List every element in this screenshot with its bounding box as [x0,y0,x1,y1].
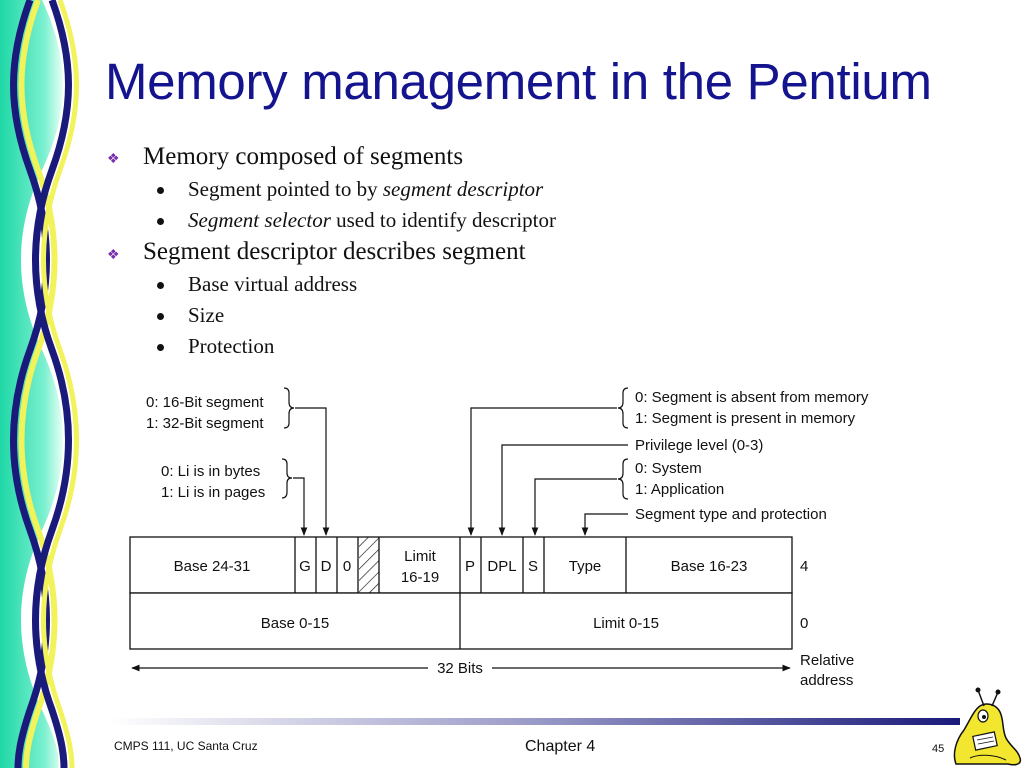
arrow-g [295,407,330,536]
brace-g [283,387,295,429]
p-label-1: 1: Segment is present in memory [635,410,856,427]
footer-gradient-bar [110,718,960,725]
field-base-24-31: Base 24-31 [174,558,251,575]
field-d: D [321,558,332,575]
arrow-type [581,513,628,536]
field-dpl: DPL [487,558,516,575]
brace-p [617,387,629,429]
field-g: G [299,558,311,575]
field-p: P [465,558,475,575]
g-bit-label-1: 1: 32-Bit segment [146,415,264,432]
diamond-bullet-icon: ❖ [107,246,120,262]
g-bit-label-0: 0: 16-Bit segment [146,394,264,411]
bullet-level1: Segment descriptor describes segment [143,238,526,265]
row1-dividers [294,537,627,593]
bullet-level2: Size [188,303,225,327]
diamond-bullet-icon: ❖ [107,150,120,166]
s-label-0: 0: System [635,460,702,477]
privilege-label: Privilege level (0-3) [635,437,763,454]
li-label-0: 0: Li is in bytes [161,463,260,480]
bullet-level1: Memory composed of segments [143,143,464,170]
field-limit-line1: Limit [404,548,437,565]
left-wave-decoration [0,0,80,768]
footer-course: CMPS 111, UC Santa Cruz [114,739,258,753]
dot-bullet-icon [157,187,164,194]
li-label-1: 1: Li is in pages [161,484,265,501]
brace-li [281,458,293,499]
field-zero: 0 [343,558,351,575]
descriptor-row-high [129,536,793,594]
dot-bullet-icon [157,218,164,225]
arrow-s [531,478,617,536]
dot-bullet-icon [157,313,164,320]
bullet-level2: Segment pointed to by segment descriptor [188,177,544,201]
field-type: Type [569,558,602,575]
field-limit-0-15: Limit 0-15 [593,615,659,632]
field-base-16-23: Base 16-23 [671,558,748,575]
bits-label: 32 Bits [437,660,483,677]
field-limit-line2: 16-19 [401,569,439,586]
brace-s [617,458,629,500]
field-base-0-15: Base 0-15 [261,615,329,632]
p-label-0: 0: Segment is absent from memory [635,389,869,406]
dot-bullet-icon [157,282,164,289]
descriptor-row-low [129,592,793,650]
s-label-1: 1: Application [635,481,724,498]
arrow-p [467,407,617,536]
bullet-level2: Segment selector used to identify descri… [188,208,556,232]
slide-title: Memory management in the Pentium [105,53,932,110]
slug-mascot-logo [953,687,1022,766]
relative-address-line1: Relative [800,652,854,669]
arrow-li [293,477,308,536]
bullet-level2: Protection [188,334,275,358]
arrow-dpl [498,444,628,536]
field-s: S [528,558,538,575]
offset-4: 4 [800,558,808,575]
relative-address-line2: address [800,672,853,689]
reserved-bit-hatch [359,537,379,593]
type-desc-label: Segment type and protection [635,506,827,523]
footer-page-number: 45 [932,743,945,755]
dot-bullet-icon [157,344,164,351]
offset-0: 0 [800,615,808,632]
bullet-level2: Base virtual address [188,272,358,296]
footer-chapter: Chapter 4 [525,738,596,755]
